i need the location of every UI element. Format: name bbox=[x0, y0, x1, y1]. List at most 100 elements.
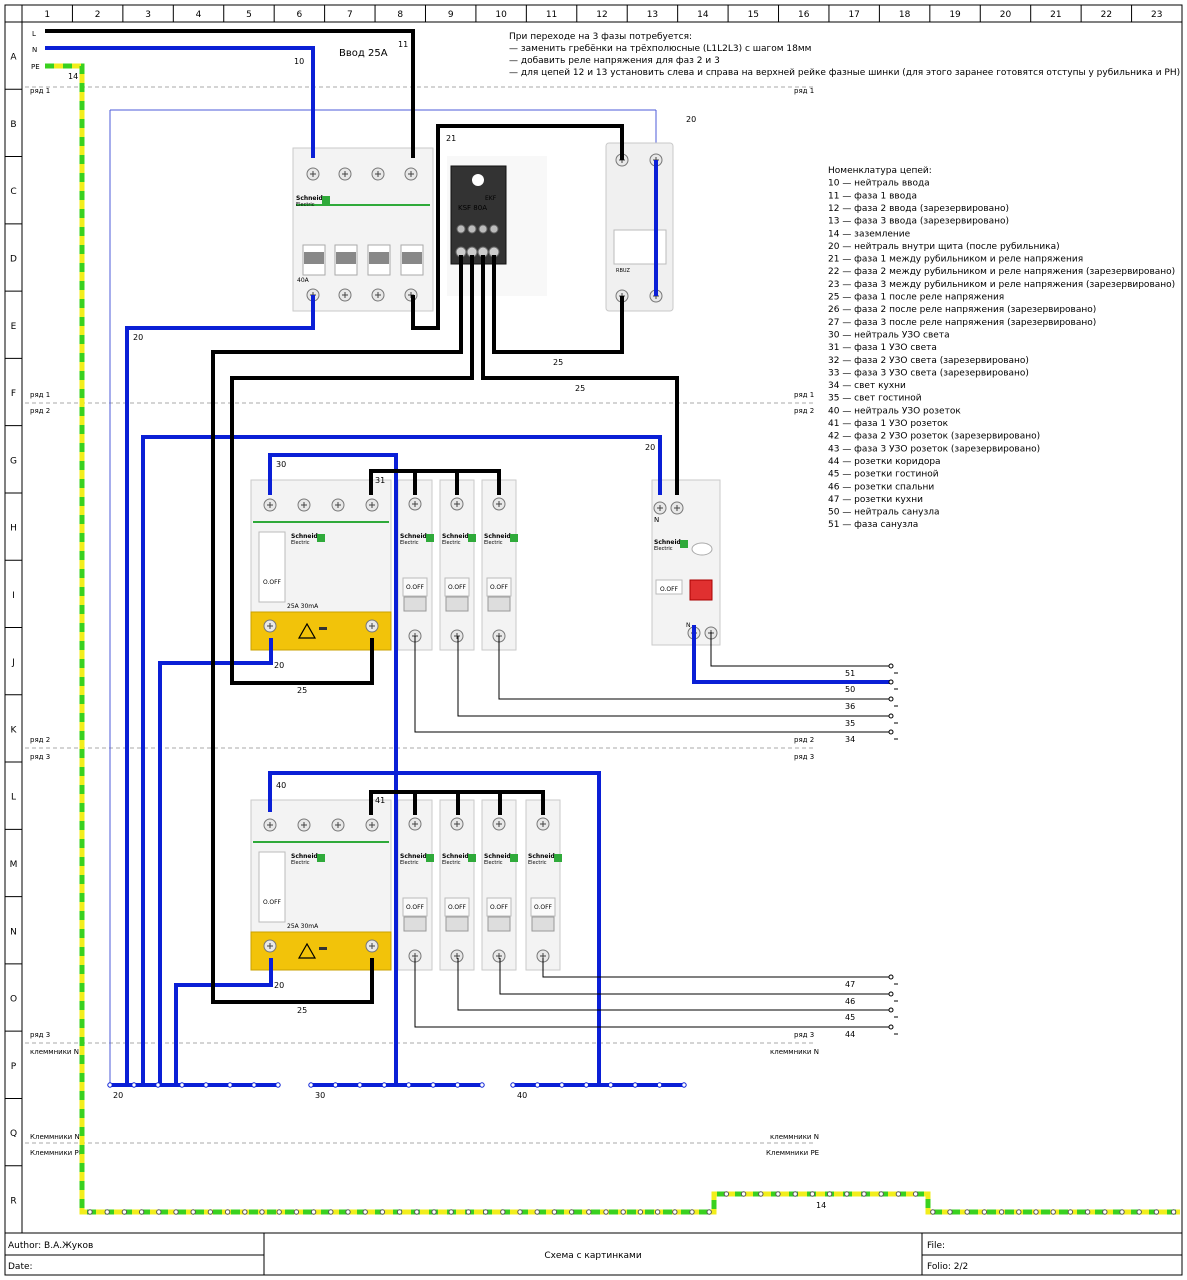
row-label-G: G bbox=[10, 456, 17, 466]
column-label-5: 5 bbox=[246, 10, 252, 20]
pe-terminal bbox=[224, 1209, 231, 1215]
outgoing-thin-wires bbox=[414, 632, 890, 1028]
row3-label-left: ряд 3 bbox=[30, 753, 50, 761]
row-label-C: C bbox=[10, 187, 16, 197]
pe-terminal bbox=[156, 1209, 162, 1215]
rail-labels: ряд 1 ряд 1 ряд 1 ряд 1 ряд 2 ряд 2 ряд … bbox=[30, 87, 819, 1157]
legend-item: 23 — фаза 3 между рубильником и реле нап… bbox=[828, 280, 1175, 290]
terminals-n-left: клеммники N bbox=[30, 1048, 79, 1056]
column-label-17: 17 bbox=[848, 10, 859, 20]
n-terminal bbox=[534, 1082, 541, 1088]
n-terminal bbox=[251, 1082, 257, 1088]
output-label: 35 bbox=[845, 719, 855, 728]
legend-item: 45 — розетки гостиной bbox=[828, 470, 939, 480]
row-label-B: B bbox=[10, 120, 16, 130]
pe-terminal bbox=[104, 1209, 110, 1215]
wire-25-a bbox=[492, 255, 624, 354]
pe-terminal bbox=[706, 1209, 712, 1215]
column-label-20: 20 bbox=[1000, 10, 1012, 20]
column-label-7: 7 bbox=[347, 10, 353, 20]
column-label-11: 11 bbox=[546, 10, 557, 20]
n-terminal bbox=[275, 1082, 281, 1088]
neutral-wires bbox=[45, 46, 890, 1087]
output-label: 44 bbox=[845, 1030, 855, 1039]
row3-end-left: ряд 3 bbox=[30, 1031, 50, 1039]
wnum-20-top: 20 bbox=[686, 115, 696, 124]
output-label: 34 bbox=[845, 735, 855, 744]
legend-item: 25 — фаза 1 после реле напряжения bbox=[828, 293, 1004, 303]
footer-file: File: bbox=[927, 1241, 945, 1251]
schneider-logo: Schneider bbox=[296, 195, 330, 202]
circuit-legend: Номенклатура цепей:10 — нейтраль ввода11… bbox=[828, 166, 1175, 530]
schneider-logo-sub: Electric bbox=[400, 540, 419, 546]
legend-item: 50 — нейтраль санузла bbox=[828, 508, 940, 518]
legend-title: Номенклатура цепей: bbox=[828, 166, 932, 176]
green-square-icon bbox=[317, 854, 325, 862]
legend-item: 10 — нейтраль ввода bbox=[828, 179, 930, 189]
pe-terminal bbox=[190, 1209, 196, 1215]
green-square-icon bbox=[468, 534, 476, 542]
off-indicator: O.OFF bbox=[263, 899, 282, 906]
wire-20-diff bbox=[141, 435, 662, 1085]
green-square-icon bbox=[680, 540, 688, 548]
pe-terminal bbox=[1067, 1209, 1074, 1215]
column-label-16: 16 bbox=[798, 10, 810, 20]
mcb-lever bbox=[403, 916, 427, 932]
row2-end-left: ряд 2 bbox=[30, 736, 50, 744]
pe-terminal bbox=[138, 1209, 145, 1215]
n-terminal bbox=[332, 1082, 339, 1088]
n-terminal bbox=[203, 1082, 209, 1088]
mcb-toggle bbox=[530, 897, 556, 917]
pe-terminal bbox=[654, 1209, 661, 1215]
row3-label-right: ряд 3 bbox=[794, 753, 814, 761]
pe-terminal bbox=[465, 1209, 472, 1215]
output-label: 47 bbox=[845, 980, 855, 989]
pe-terminal bbox=[551, 1209, 558, 1215]
pe-terminal bbox=[964, 1209, 970, 1215]
n-terminal bbox=[227, 1082, 233, 1088]
note-line-4: — для цепей 12 и 13 установить слева и с… bbox=[509, 68, 1180, 78]
legend-item: 40 — нейтраль УЗО розеток bbox=[828, 406, 961, 416]
row-label-J: J bbox=[11, 658, 15, 668]
wire-20-main bbox=[125, 295, 315, 1085]
neutral-terminals bbox=[107, 1082, 687, 1088]
wnum-10: 10 bbox=[294, 57, 304, 66]
warning-icon bbox=[297, 942, 317, 959]
note-line-2: — заменить гребёнки на трёхполюсные (L1L… bbox=[509, 44, 811, 54]
rcd-rating: 25A 30mA bbox=[287, 923, 319, 930]
n-terminal bbox=[155, 1082, 161, 1088]
column-label-15: 15 bbox=[748, 10, 759, 20]
legend-item: 44 — розетки коридора bbox=[828, 457, 941, 467]
pe-terminal bbox=[431, 1209, 437, 1215]
pe-terminal bbox=[345, 1209, 351, 1215]
pe-terminal bbox=[121, 1209, 128, 1215]
off-indicator: O.OFF bbox=[406, 904, 425, 911]
column-label-8: 8 bbox=[397, 10, 403, 20]
green-square-icon bbox=[426, 854, 434, 862]
pe-terminal bbox=[981, 1209, 988, 1215]
pe-terminal bbox=[310, 1209, 317, 1215]
rail-separators bbox=[25, 86, 815, 1144]
wnum-25-b: 25 bbox=[575, 384, 585, 393]
output-terminal bbox=[888, 663, 894, 669]
n-terminal bbox=[381, 1082, 387, 1088]
row-label-O: O bbox=[10, 995, 17, 1005]
n-terminal bbox=[510, 1082, 516, 1088]
pe-terminal bbox=[1153, 1209, 1160, 1215]
legend-item: 20 — нейтраль внутри щита (после рубильн… bbox=[828, 242, 1060, 252]
pe-terminal bbox=[242, 1209, 248, 1215]
row-label-D: D bbox=[10, 254, 17, 264]
n-terminal bbox=[559, 1082, 565, 1088]
schneider-logo-sub: Electric bbox=[484, 860, 503, 866]
row-label-E: E bbox=[11, 322, 17, 332]
schneider-logo: Schneider bbox=[442, 853, 476, 860]
title-block: Author: В.А.Жуков Date: Схема с картинка… bbox=[5, 1233, 1182, 1275]
row-label-I: I bbox=[12, 591, 15, 601]
wnum-25-d: 25 bbox=[297, 1006, 307, 1015]
